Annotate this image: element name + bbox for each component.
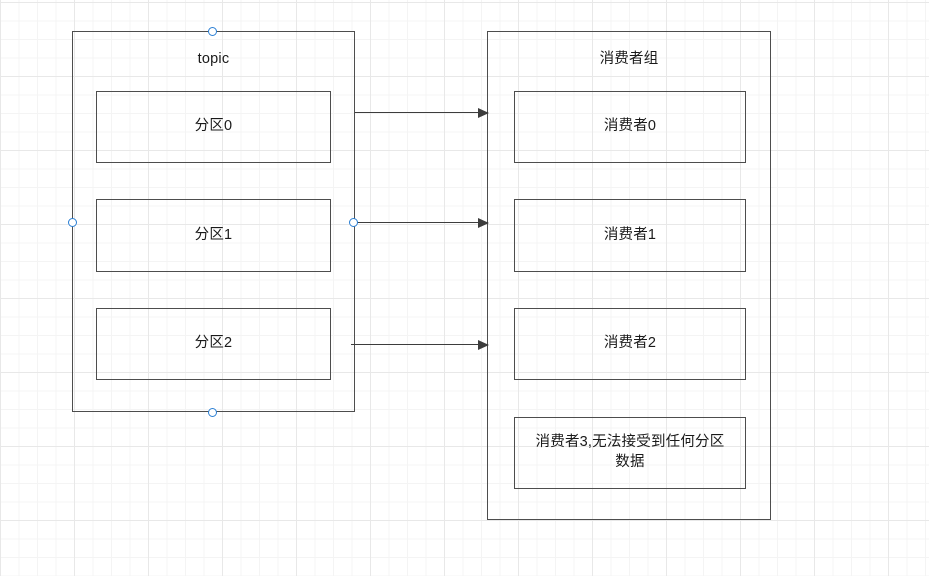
- consumer-label-0: 消费者0: [603, 118, 657, 135]
- selection-handle-left[interactable]: [67, 217, 77, 227]
- partition-label-0: 分区0: [194, 118, 233, 135]
- consumer-label-3: 消费者3,无法接受到任何分区数据: [535, 434, 725, 470]
- arrow-head-icon: [478, 217, 489, 228]
- connector-partition0-consumer0[interactable]: [355, 107, 489, 118]
- arrow-head-icon: [478, 107, 489, 118]
- consumer-box-2[interactable]: 消费者2: [514, 308, 746, 380]
- partition-label-1: 分区1: [194, 226, 233, 243]
- partition-label-2: 分区2: [194, 335, 233, 352]
- connector-partition2-consumer2[interactable]: [351, 339, 489, 350]
- partition-box-0[interactable]: 分区0: [96, 91, 331, 163]
- consumer-group-title: 消费者组: [599, 51, 659, 67]
- topic-title: topic: [197, 51, 230, 67]
- partition-box-1[interactable]: 分区1: [96, 199, 331, 272]
- consumer-box-0[interactable]: 消费者0: [514, 91, 746, 163]
- consumer-box-3[interactable]: 消费者3,无法接受到任何分区数据: [514, 417, 746, 489]
- selection-handle-bottom[interactable]: [207, 407, 217, 417]
- partition-box-2[interactable]: 分区2: [96, 308, 331, 380]
- consumer-label-1: 消费者1: [603, 226, 657, 243]
- arrow-head-icon: [478, 339, 489, 350]
- consumer-box-1[interactable]: 消费者1: [514, 199, 746, 272]
- consumer-label-2: 消费者2: [603, 335, 657, 352]
- connector-source-handle[interactable]: [348, 217, 358, 227]
- selection-handle-top[interactable]: [207, 26, 217, 36]
- consumer-group-container[interactable]: 消费者组: [487, 31, 771, 520]
- connector-partition1-consumer1[interactable]: [353, 217, 489, 228]
